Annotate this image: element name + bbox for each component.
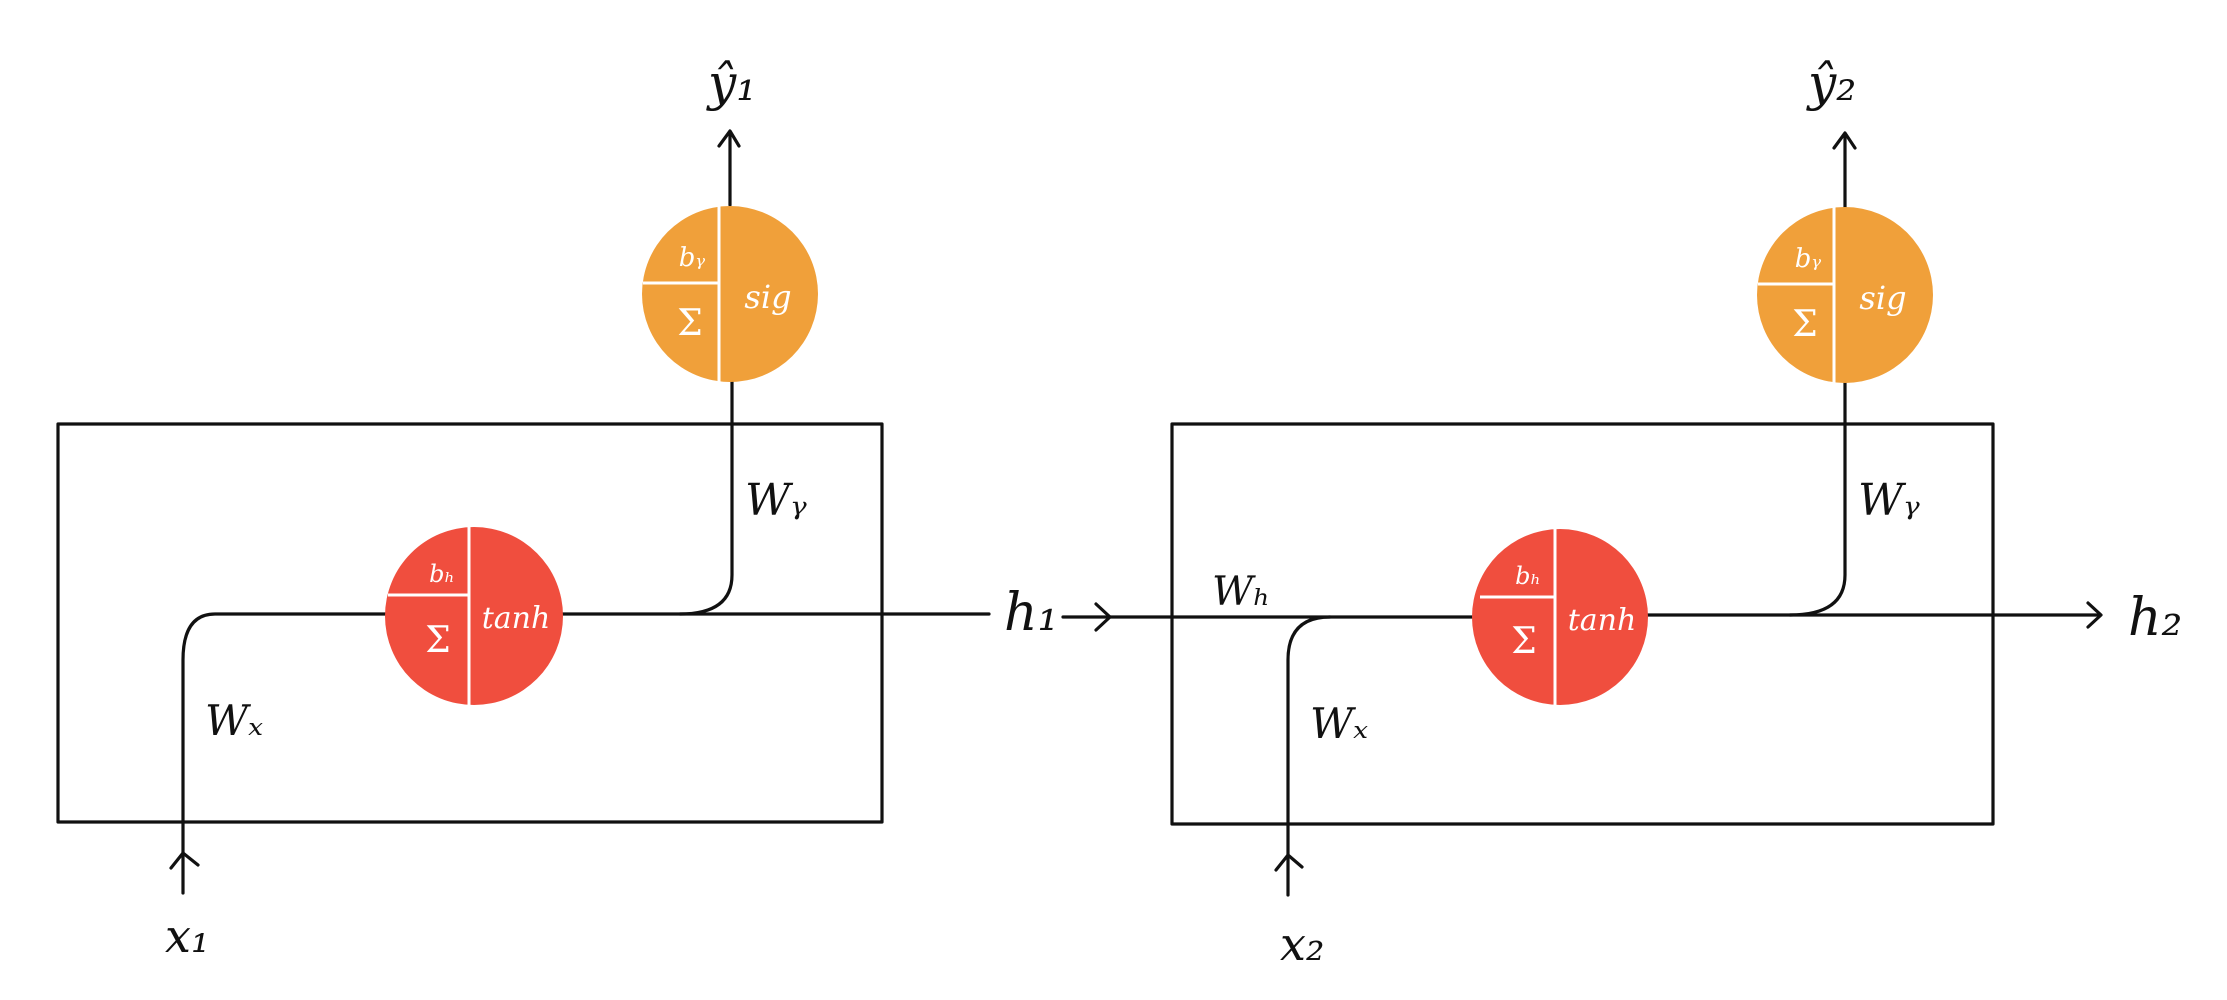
- cell-1-input-weight-label: Wₓ: [205, 696, 263, 745]
- cell-2-input-path: [1286, 615, 1332, 897]
- hidden-node-activation: tanh: [482, 601, 551, 636]
- cell-1-output-label: ŷ₁: [706, 54, 756, 112]
- cell-1-output-arrowhead: [717, 129, 741, 148]
- cell-1-output-node: bᵧ Σ sig: [642, 206, 818, 382]
- cell-1-input-path: [181, 612, 388, 895]
- hidden-node-sum: Σ: [1511, 621, 1536, 662]
- cell-2-hidden-out-label: h₂: [2128, 588, 2182, 648]
- cell-2-wy-path: [1788, 381, 1847, 617]
- output-node-circle: [642, 206, 818, 382]
- cell-1-input-arrowhead: [169, 851, 200, 870]
- cell-2-recurrent-weight-label: Wₕ: [1212, 569, 1270, 615]
- hidden-node-bias: bₕ: [429, 560, 455, 588]
- cell-1-box: [56, 422, 884, 824]
- output-node-sum: Σ: [677, 303, 702, 344]
- cell-2-hidden-node: bₕ Σ tanh: [1472, 529, 1648, 705]
- cell-2-input-weight-label: Wₓ: [1310, 699, 1368, 748]
- output-node-bias: bᵧ: [1795, 244, 1822, 274]
- rnn-cell-1: bₕ Σ tanh bᵧ Σ sig Wₓ Wᵧ x₁ ŷ₁ h₁: [56, 54, 1058, 963]
- output-node-sum: Σ: [1792, 304, 1817, 345]
- output-node-activation: sig: [744, 278, 791, 316]
- cell-1-input-label: x₁: [165, 909, 209, 963]
- output-node-activation: sig: [1859, 279, 1906, 317]
- hidden-node-sum: Σ: [425, 620, 450, 661]
- cell-2-output-weight-label: Wᵧ: [1858, 475, 1920, 526]
- cell-2-box: [1170, 422, 1995, 826]
- cell-1-hidden-node: bₕ Σ tanh: [385, 527, 563, 705]
- cell-2-hidden-out-arrowhead: [2086, 601, 2103, 629]
- output-node-circle: [1757, 207, 1933, 383]
- hidden-node-activation: tanh: [1568, 603, 1637, 638]
- hidden-node-bias: bₕ: [1515, 562, 1541, 590]
- cell-2-input-label: x₂: [1280, 917, 1324, 971]
- cell-2-input-arrowhead: [1274, 853, 1304, 872]
- cell-1-wy-path: [678, 380, 734, 616]
- cell-1-hidden-out-label: h₁: [1004, 583, 1058, 643]
- cell-2-output-arrowhead: [1832, 131, 1857, 150]
- cell-2-output-node: bᵧ Σ sig: [1757, 207, 1933, 383]
- output-node-bias: bᵧ: [679, 243, 706, 273]
- hidden-node-circle: [1472, 529, 1648, 705]
- cell-1-output-weight-label: Wᵧ: [745, 475, 807, 526]
- cell-2-output-label: ŷ₂: [1806, 54, 1856, 112]
- hidden-node-circle: [385, 527, 563, 705]
- rnn-cell-2: bₕ Σ tanh bᵧ Σ sig Wₕ Wₓ Wᵧ x₂ ŷ₂ h₂: [1106, 54, 2182, 971]
